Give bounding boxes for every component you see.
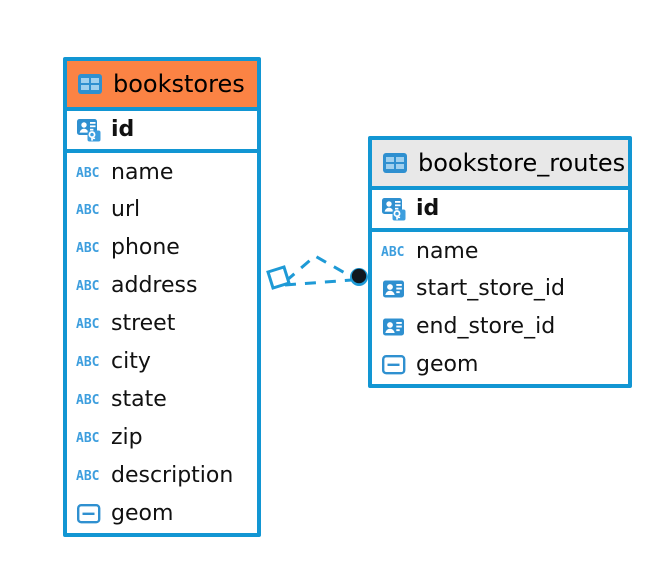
- abc-text-icon: ABC: [76, 316, 100, 332]
- field-label: state: [111, 387, 167, 412]
- field-label: description: [111, 463, 234, 488]
- abc-text-icon: ABC: [76, 354, 100, 370]
- field-row-geom[interactable]: geom: [372, 346, 628, 384]
- field-label: name: [416, 239, 479, 264]
- foreign-key-icon: [381, 316, 407, 338]
- field-label: street: [111, 311, 176, 336]
- field-label: geom: [416, 352, 479, 377]
- primary-key-icon: [76, 117, 102, 143]
- field-row-street[interactable]: ABC street: [67, 305, 257, 343]
- entity-title: bookstores: [113, 70, 245, 98]
- relationship-target-endpoint-circle[interactable]: [350, 268, 368, 286]
- field-label: zip: [111, 425, 143, 450]
- abc-text-icon: ABC: [76, 468, 100, 484]
- field-label: phone: [111, 235, 180, 260]
- field-row-state[interactable]: ABC state: [67, 381, 257, 419]
- field-row-address[interactable]: ABC address: [67, 267, 257, 305]
- geometry-icon: [76, 503, 102, 525]
- field-row-zip[interactable]: ABC zip: [67, 419, 257, 457]
- fields-section: ABC name ABC url ABC phone ABC address A…: [67, 153, 257, 533]
- field-row-city[interactable]: ABC city: [67, 343, 257, 381]
- entity-header-bookstores[interactable]: bookstores: [67, 61, 257, 111]
- entity-header-bookstore_routes[interactable]: bookstore_routes: [372, 140, 628, 190]
- abc-text-icon: ABC: [76, 392, 100, 408]
- abc-text-icon: ABC: [76, 240, 100, 256]
- relationship-line-lower: [284, 278, 353, 287]
- field-row-name[interactable]: ABC name: [67, 153, 257, 191]
- abc-text-icon: ABC: [76, 165, 100, 181]
- geometry-icon: [381, 354, 407, 376]
- field-label: city: [111, 349, 151, 374]
- table-icon: [382, 152, 408, 174]
- field-label: name: [111, 160, 174, 185]
- field-label: id: [111, 117, 135, 142]
- field-label: address: [111, 273, 198, 298]
- abc-text-icon: ABC: [76, 202, 100, 218]
- field-row-geom[interactable]: geom: [67, 495, 257, 533]
- primary-key-section: id: [67, 111, 257, 153]
- entity-bookstore_routes[interactable]: bookstore_routes: [368, 136, 632, 388]
- field-row-id[interactable]: id: [67, 111, 257, 149]
- table-icon: [77, 73, 103, 95]
- field-label: id: [416, 196, 440, 221]
- field-label: end_store_id: [416, 314, 556, 339]
- relationship-source-endpoint-diamond[interactable]: [266, 265, 291, 290]
- fields-section: ABC name start_store_id: [372, 232, 628, 384]
- entity-title: bookstore_routes: [418, 149, 626, 177]
- field-row-id[interactable]: id: [372, 190, 628, 228]
- primary-key-icon: [381, 196, 407, 222]
- field-row-description[interactable]: ABC description: [67, 457, 257, 495]
- abc-text-icon: ABC: [76, 278, 100, 294]
- field-row-name[interactable]: ABC name: [372, 232, 628, 270]
- field-row-end_store_id[interactable]: end_store_id: [372, 308, 628, 346]
- field-label: geom: [111, 501, 174, 526]
- foreign-key-icon: [381, 278, 407, 300]
- field-label: url: [111, 197, 141, 222]
- abc-text-icon: ABC: [76, 430, 100, 446]
- abc-text-icon: ABC: [381, 244, 405, 260]
- relationship-line-upper: [285, 254, 353, 283]
- field-row-url[interactable]: ABC url: [67, 191, 257, 229]
- field-label: start_store_id: [416, 276, 565, 301]
- primary-key-section: id: [372, 190, 628, 232]
- field-row-phone[interactable]: ABC phone: [67, 229, 257, 267]
- field-row-start_store_id[interactable]: start_store_id: [372, 270, 628, 308]
- entity-bookstores[interactable]: bookstores: [63, 57, 261, 537]
